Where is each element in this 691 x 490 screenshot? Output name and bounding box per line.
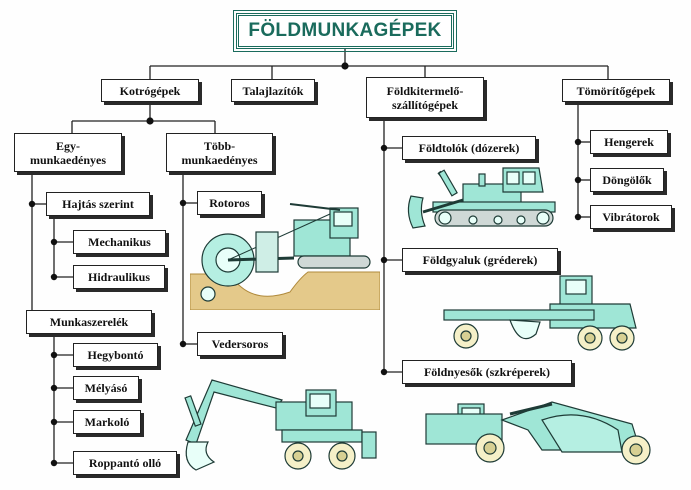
node-equipment: Munkaszerelék [26, 310, 152, 334]
grader-illustration [443, 275, 637, 351]
earthmover-item: Földtolók (dózerek) [402, 136, 536, 160]
node-mechanical: Mechanikus [73, 230, 166, 254]
node-multi-bucket: Több- munkaedényes [166, 133, 273, 172]
hydraulic-excavator-illustration [184, 379, 377, 471]
earthmover-item: Földgyaluk (gréderek) [402, 248, 558, 272]
bulldozer-illustration [407, 167, 556, 229]
tool-item: Roppantó olló [73, 451, 177, 475]
category-tomoritogepek: Tömörítőgépek [562, 79, 670, 102]
category-kotrogepek: Kotrógépek [101, 79, 199, 102]
scraper-illustration [425, 401, 651, 465]
node-drive: Hajtás szerint [46, 192, 150, 216]
rotary-excavator-illustration [190, 203, 380, 310]
tool-item: Hegybontó [73, 343, 158, 367]
compactor-item: Vibrátorok [590, 205, 672, 229]
category-foldkitermelo: Földkitermelő- szállítógépek [366, 77, 484, 118]
compactor-item: Döngölők [590, 168, 664, 192]
node-single-bucket: Egy- munkaedényes [14, 133, 122, 172]
diagram-title: FÖLDMUNKAGÉPEK [233, 10, 457, 52]
tool-item: Markoló [73, 410, 141, 434]
node-bucket-chain: Vedersoros [197, 332, 283, 356]
node-hydraulic: Hidraulikus [73, 265, 165, 289]
tool-item: Mélyásó [73, 376, 139, 400]
earthmover-item: Földnyesők (szkréperek) [402, 360, 572, 384]
category-talajlazitok: Talajlazítók [231, 79, 315, 102]
compactor-item: Hengerek [590, 130, 668, 154]
node-rotary: Rotoros [197, 191, 262, 215]
